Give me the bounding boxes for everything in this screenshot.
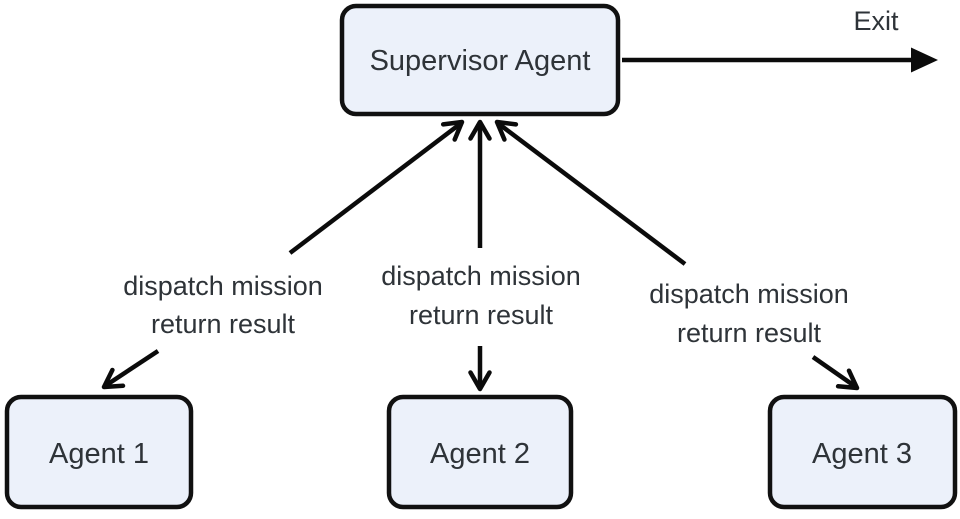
edge-supervisor-to-agent3-line	[811, 355, 858, 389]
arrowhead-into-supervisor-middle-icon	[468, 119, 492, 141]
edge-agent1-to-supervisor-line	[288, 122, 462, 255]
arrowheads	[101, 119, 860, 392]
edge-labels: Exit dispatch mission return result disp…	[123, 6, 899, 348]
edge-agent1-label-line2: return result	[151, 309, 296, 339]
edge-agent2-label-line1: dispatch mission	[381, 261, 581, 291]
exit-arrowhead-icon	[911, 47, 938, 73]
agent1-label: Agent 1	[49, 438, 149, 470]
edge-agent3-label-line1: dispatch mission	[649, 279, 849, 309]
agent3-node	[770, 397, 955, 507]
supervisor-agent-node	[342, 6, 618, 114]
arrowhead-into-agent3-icon	[835, 368, 860, 391]
supervisor-agent-node-border	[339, 3, 621, 117]
agent2-label: Agent 2	[430, 438, 530, 470]
edge-lines	[103, 57, 916, 389]
arrowhead-into-agent2-icon	[468, 370, 492, 392]
agent2-node	[389, 397, 571, 507]
agent3-node-border	[767, 394, 958, 510]
edge-agent3-label-line2: return result	[677, 318, 822, 348]
edge-agent1-label-line1: dispatch mission	[123, 271, 323, 301]
edge-agent3-to-supervisor-line	[497, 122, 687, 266]
arrowhead-into-supervisor-right-icon	[494, 119, 519, 142]
agent1-node-border	[4, 394, 194, 510]
arrowhead-into-agent1-icon	[101, 367, 126, 390]
agent3-label: Agent 3	[812, 438, 912, 470]
arrowhead-into-supervisor-left-icon	[440, 119, 465, 142]
edge-agent2-label-line2: return result	[409, 300, 554, 330]
node-labels: Supervisor Agent Agent 1 Agent 2 Agent 3	[49, 45, 912, 470]
agent2-node-border	[386, 394, 574, 510]
edge-supervisor-to-agent1-line	[103, 349, 160, 388]
agent1-node	[7, 397, 191, 507]
exit-edge-label: Exit	[853, 6, 899, 36]
supervisor-agent-label: Supervisor Agent	[370, 45, 591, 77]
